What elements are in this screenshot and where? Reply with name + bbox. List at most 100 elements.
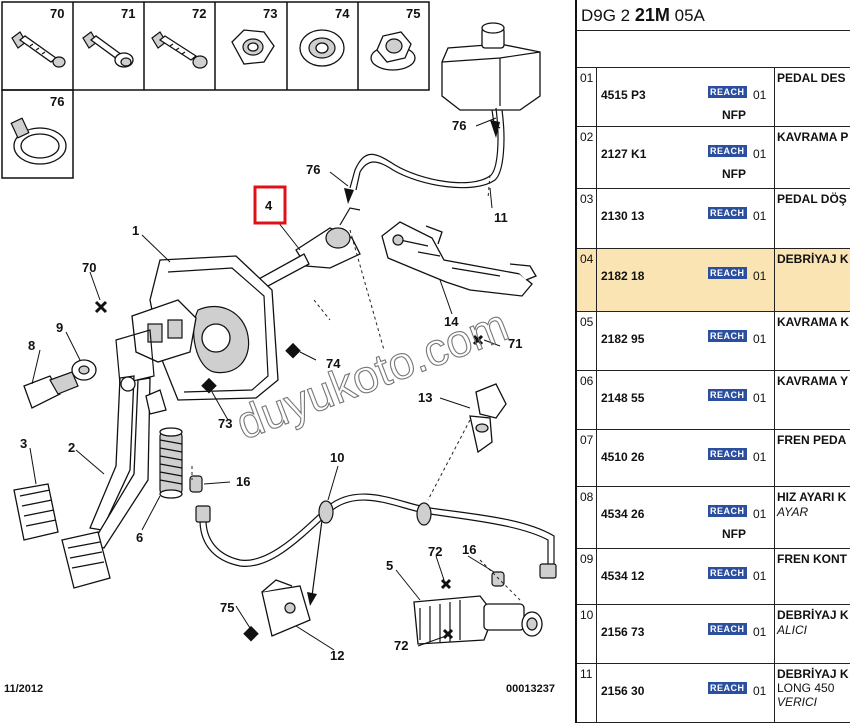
part-reference[interactable]: 4534 12 [601, 569, 645, 583]
part-reference[interactable]: 2127 K1 [601, 147, 647, 161]
callout-76-reservoir: 76 [452, 118, 466, 133]
arrow-marker [490, 120, 500, 138]
part-ref-cell: 2182 95 REACH 01 [598, 312, 775, 370]
nfp-flag: NFP [722, 167, 746, 181]
fastener-grid [1, 1, 430, 179]
reach-badge: REACH [708, 389, 747, 401]
callout-72-bottom: 72 [394, 638, 408, 653]
part-reference[interactable]: 4534 26 [601, 507, 645, 521]
exploded-parts-diagram: 70 71 72 73 74 75 76 [1, 1, 557, 695]
callout-1: 1 [132, 223, 139, 238]
column-header-bar [577, 31, 850, 68]
reach-badge: REACH [708, 623, 747, 635]
diagram-ref-number: 00013237 [506, 683, 555, 695]
reach-badge: REACH [708, 505, 747, 517]
part-quantity: 01 [753, 88, 767, 102]
grommet-74-icon [299, 29, 345, 67]
header-suffix: 05A [674, 6, 705, 25]
part-index: 07 [577, 430, 597, 486]
header-bold: 21M [634, 5, 670, 25]
grid-numbers: 70 71 72 73 74 75 76 [50, 6, 420, 109]
part-quantity: 01 [753, 147, 767, 161]
part-quantity: 01 [753, 450, 767, 464]
reach-badge: REACH [708, 567, 747, 579]
part-index: 06 [577, 371, 597, 429]
part-reference[interactable]: 4510 26 [601, 450, 645, 464]
guide-lines [191, 229, 521, 601]
bracket-14 [381, 221, 537, 297]
header-prefix: D9G 2 [581, 6, 631, 25]
bolt-70-icon [11, 31, 66, 68]
diagram-canvas: 70 71 72 73 74 75 76 [1, 1, 557, 695]
callout-12: 12 [330, 648, 344, 663]
flange-nut-75-icon [370, 31, 416, 71]
part-quantity: 01 [753, 569, 767, 583]
brake-pedal [61, 377, 151, 589]
part-index: 09 [577, 549, 597, 604]
part-reference[interactable]: 2130 13 [601, 209, 645, 223]
callout-2: 2 [68, 440, 75, 455]
part-description: HIZ AYARI K [777, 490, 847, 504]
callout-16-left: 16 [236, 474, 250, 489]
grid-label-71: 71 [121, 6, 135, 21]
callout-14: 14 [444, 314, 459, 329]
nfp-flag: NFP [722, 527, 746, 541]
hydraulic-pipe-10 [195, 493, 557, 579]
part-description: FREN PEDA [777, 433, 847, 447]
part-index: 11 [577, 664, 597, 722]
part-reference[interactable]: 2148 55 [601, 391, 645, 405]
bolt-72-icon [151, 31, 208, 69]
part-reference[interactable]: 2156 30 [601, 684, 645, 698]
reach-badge: REACH [708, 267, 747, 279]
fluid-reservoir [441, 22, 541, 129]
brake-switch-8 [23, 371, 79, 409]
callout-6: 6 [136, 530, 143, 545]
part-index: 08 [577, 487, 597, 548]
grid-label-70: 70 [50, 6, 64, 21]
part-description-cell: KAVRAMA Y [775, 371, 850, 429]
pedal-pad-3 [13, 483, 59, 541]
slave-cylinder-5 [413, 595, 543, 645]
part-reference[interactable]: 2156 73 [601, 625, 645, 639]
callout-75: 75 [220, 600, 234, 615]
callout-71: 71 [508, 336, 522, 351]
part-ref-cell: 4534 12 REACH 01 [598, 549, 775, 604]
leader-lines [29, 117, 501, 651]
part-index: 02 [577, 127, 597, 188]
grid-label-74: 74 [335, 6, 350, 21]
part-quantity: 01 [753, 684, 767, 698]
clamp-76-icon [10, 117, 67, 165]
part-description-cell: FREN PEDA [775, 430, 850, 486]
reach-badge: REACH [708, 682, 747, 694]
reach-badge: REACH [708, 330, 747, 342]
fitting-16 [189, 475, 505, 587]
part-reference[interactable]: 4515 P3 [601, 88, 646, 102]
part-description-cell: DEBRİYAJ K [775, 249, 850, 311]
part-quantity: 01 [753, 332, 767, 346]
reach-badge: REACH [708, 207, 747, 219]
callout-numbers: 4 1 76 76 11 70 9 8 14 71 74 13 73 3 2 1… [20, 118, 522, 663]
part-note: AYAR [777, 505, 809, 519]
callout-8: 8 [28, 338, 35, 353]
bracket-12 [261, 579, 311, 637]
part-reference[interactable]: 2182 95 [601, 332, 645, 346]
part-reference[interactable]: 2182 18 [601, 269, 645, 283]
